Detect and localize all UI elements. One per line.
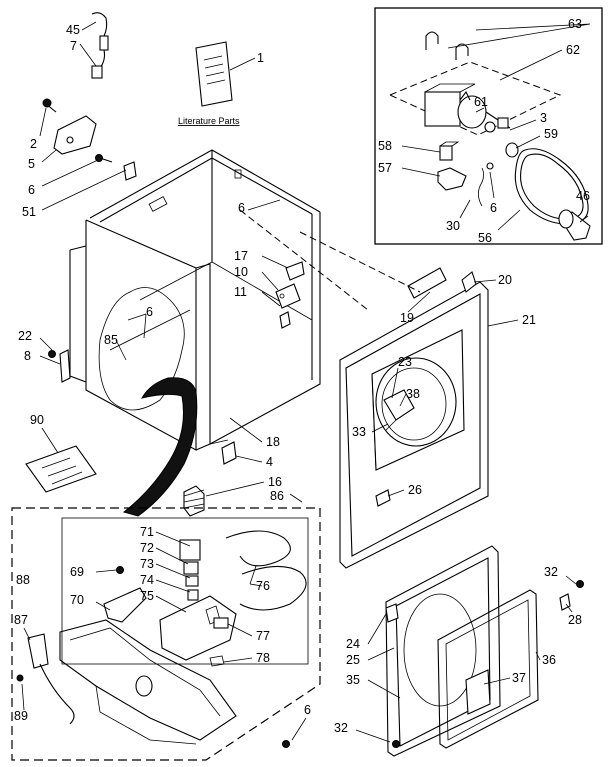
callout-89: 89 bbox=[14, 709, 28, 723]
callout-45: 45 bbox=[66, 23, 80, 37]
callout-63: 63 bbox=[568, 17, 582, 31]
bracket-70 bbox=[103, 587, 147, 623]
callout-6-side: 6 bbox=[146, 305, 153, 319]
callout-7: 7 bbox=[70, 39, 77, 53]
burner-subassembly-box bbox=[61, 517, 309, 665]
callout-6-top: 6 bbox=[28, 183, 35, 197]
callout-69: 69 bbox=[70, 565, 84, 579]
callout-90: 90 bbox=[30, 413, 44, 427]
callout-74: 74 bbox=[140, 573, 154, 587]
callout-57: 57 bbox=[378, 161, 392, 175]
callout-56: 56 bbox=[478, 231, 492, 245]
callout-87: 87 bbox=[14, 613, 28, 627]
callout-59: 59 bbox=[544, 127, 558, 141]
panel-clip-26 bbox=[375, 489, 391, 507]
callout-3: 3 bbox=[540, 111, 547, 125]
callout-38: 38 bbox=[406, 387, 420, 401]
gas-valve-assembly bbox=[159, 539, 237, 661]
callout-20: 20 bbox=[498, 273, 512, 287]
callout-17: 17 bbox=[234, 249, 248, 263]
callout-37: 37 bbox=[512, 671, 526, 685]
callout-77: 77 bbox=[256, 629, 270, 643]
callout-leaders bbox=[21, 21, 591, 743]
callout-85: 85 bbox=[104, 333, 118, 347]
front-panel-21 bbox=[339, 267, 489, 569]
callout-78: 78 bbox=[256, 651, 270, 665]
bracket-17 bbox=[285, 261, 305, 281]
literature-parts-caption: Literature Parts bbox=[178, 116, 240, 126]
callout-75: 75 bbox=[140, 589, 154, 603]
callout-32-bottom: 32 bbox=[334, 721, 348, 735]
burner-tube bbox=[59, 619, 237, 745]
duct-wire-85 bbox=[122, 377, 198, 517]
grommet-78 bbox=[209, 655, 225, 667]
callout-26: 26 bbox=[408, 483, 422, 497]
dryer-cabinet bbox=[69, 149, 321, 451]
screw-6-and-clip-51 bbox=[95, 154, 137, 181]
wire-harness-45 bbox=[91, 12, 109, 79]
pulley-59 bbox=[486, 142, 519, 170]
callout-1: 1 bbox=[257, 51, 264, 65]
callout-61: 61 bbox=[474, 95, 488, 109]
callout-6-bottom: 6 bbox=[304, 703, 311, 717]
callout-2: 2 bbox=[30, 137, 37, 151]
callout-18: 18 bbox=[266, 435, 280, 449]
callout-21: 21 bbox=[522, 313, 536, 327]
callout-6-cabinet: 6 bbox=[238, 201, 245, 215]
drive-motor bbox=[388, 61, 562, 136]
callout-labels: 45 7 1 63 62 61 3 59 58 57 6 30 56 46 2 … bbox=[14, 17, 590, 735]
callout-4: 4 bbox=[266, 455, 273, 469]
idler-bracket-57 bbox=[437, 141, 467, 191]
door-assembly bbox=[385, 545, 571, 757]
callout-35: 35 bbox=[346, 673, 360, 687]
burner-assembly-box bbox=[11, 507, 321, 761]
callout-70: 70 bbox=[70, 593, 84, 607]
hinge-bracket-5 bbox=[42, 98, 97, 155]
ignitor-87 bbox=[16, 633, 75, 725]
callout-16: 16 bbox=[268, 475, 282, 489]
motor-assembly-inset-box bbox=[374, 7, 603, 245]
callout-23: 23 bbox=[398, 355, 412, 369]
callout-24: 24 bbox=[346, 637, 360, 651]
callout-28: 28 bbox=[568, 613, 582, 627]
callout-11: 11 bbox=[234, 285, 247, 299]
bracket-4 bbox=[221, 441, 237, 465]
callout-72: 72 bbox=[140, 541, 154, 555]
callout-19: 19 bbox=[400, 311, 414, 325]
callout-71: 71 bbox=[140, 525, 154, 539]
callout-22: 22 bbox=[18, 329, 32, 343]
callout-76: 76 bbox=[256, 579, 270, 593]
callout-10: 10 bbox=[234, 265, 248, 279]
blower-wheel-46 bbox=[558, 209, 591, 241]
callout-86: 86 bbox=[270, 489, 284, 503]
callout-36: 36 bbox=[542, 653, 556, 667]
callout-8: 8 bbox=[24, 349, 31, 363]
idler-spring-30 bbox=[478, 167, 484, 207]
connector-77 bbox=[213, 617, 229, 629]
literature-booklet-1 bbox=[195, 41, 233, 107]
callout-88: 88 bbox=[16, 573, 30, 587]
callout-58: 58 bbox=[378, 139, 392, 153]
terminal-block-10 bbox=[275, 283, 301, 329]
callout-30: 30 bbox=[446, 219, 460, 233]
drive-belt-56 bbox=[514, 148, 589, 225]
callout-51: 51 bbox=[22, 205, 36, 219]
callout-6-motor: 6 bbox=[490, 201, 497, 215]
wiring-sheet-90 bbox=[25, 445, 97, 493]
callout-5: 5 bbox=[28, 157, 35, 171]
leveling-leg-16 bbox=[183, 485, 205, 517]
callout-33: 33 bbox=[352, 425, 366, 439]
motor-mount-clip-63 bbox=[425, 31, 469, 60]
callout-46: 46 bbox=[576, 189, 590, 203]
wire-harness-76 bbox=[225, 530, 307, 611]
callout-73: 73 bbox=[140, 557, 154, 571]
callout-25: 25 bbox=[346, 653, 360, 667]
callout-32-top: 32 bbox=[544, 565, 558, 579]
callout-62: 62 bbox=[566, 43, 580, 57]
